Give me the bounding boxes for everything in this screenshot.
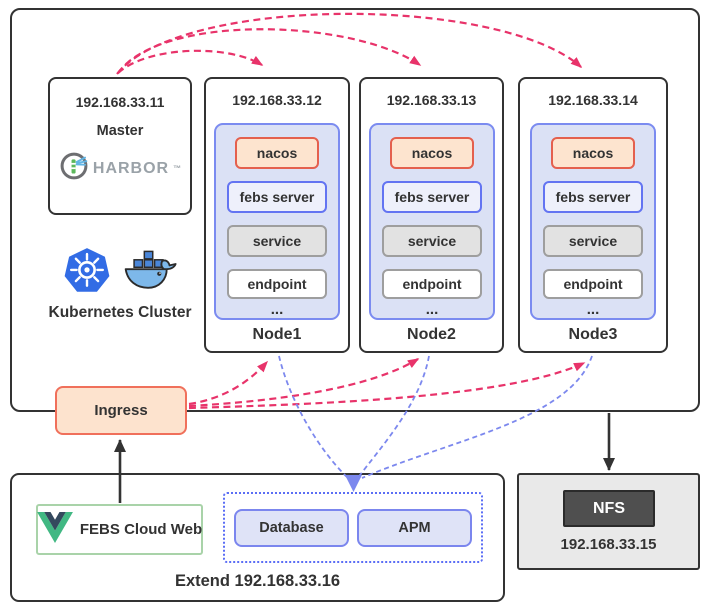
node3-label: Node3 [568,326,618,343]
node1-pod-group: nacos febs server service endpoint ... [214,123,340,320]
database-box: Database [234,509,349,547]
node3-febs-server: febs server [543,181,643,213]
node1-ip: 192.168.33.12 [232,92,322,108]
node2-nacos: nacos [390,137,474,169]
node3-box: 192.168.33.14 nacos febs server service … [518,77,668,353]
kubernetes-icon [63,247,111,300]
febs-cloud-web-label: FEBS Cloud Web [79,521,203,538]
node2-service: service [382,225,482,257]
apm-label: APM [398,520,431,536]
extend-services-group [223,492,483,563]
node1-service: service [227,225,327,257]
node2-ellipsis: ... [425,301,439,318]
extend-host-label: Extend 192.168.33.16 [174,572,341,590]
node3-ellipsis: ... [586,301,600,318]
node3-ip: 192.168.33.14 [548,92,638,108]
database-label: Database [259,520,324,536]
node2-label: Node2 [407,326,456,343]
master-label: Master [96,123,144,139]
kubernetes-cluster-label: Kubernetes Cluster [48,304,192,321]
vue-icon [36,511,73,548]
node1-endpoint: endpoint [227,269,327,299]
cluster-branding: Kubernetes Cluster [40,246,200,322]
nfs-box: NFS [563,490,655,527]
ingress-box: Ingress [55,386,187,435]
febs-cloud-web-box: FEBS Cloud Web [36,504,203,555]
node1-ellipsis: ... [270,301,284,318]
node3-nacos: nacos [551,137,635,169]
node2-pod-group: nacos febs server service endpoint ... [369,123,495,320]
ingress-label: Ingress [94,402,148,419]
nfs-ip: 192.168.33.15 [560,536,657,553]
node2-ip: 192.168.33.13 [386,92,477,108]
node1-febs-server: febs server [227,181,327,213]
node1-nacos: nacos [235,137,319,169]
master-ip: 192.168.33.11 [75,94,165,110]
node1-box: 192.168.33.12 nacos febs server service … [204,77,350,353]
harbor-wordmark: HARBOR [92,159,170,177]
harbor-lighthouse-icon [59,151,89,186]
node1-label: Node1 [252,326,302,343]
node2-box: 192.168.33.13 nacos febs server service … [359,77,504,353]
nfs-label: NFS [593,499,625,517]
node3-endpoint: endpoint [543,269,643,299]
docker-icon [121,248,177,299]
node3-pod-group: nacos febs server service endpoint ... [530,123,656,320]
node3-service: service [543,225,643,257]
apm-box: APM [357,509,472,547]
node2-febs-server: febs server [382,181,482,213]
node2-endpoint: endpoint [382,269,482,299]
harbor-trademark: ™ [173,164,182,173]
